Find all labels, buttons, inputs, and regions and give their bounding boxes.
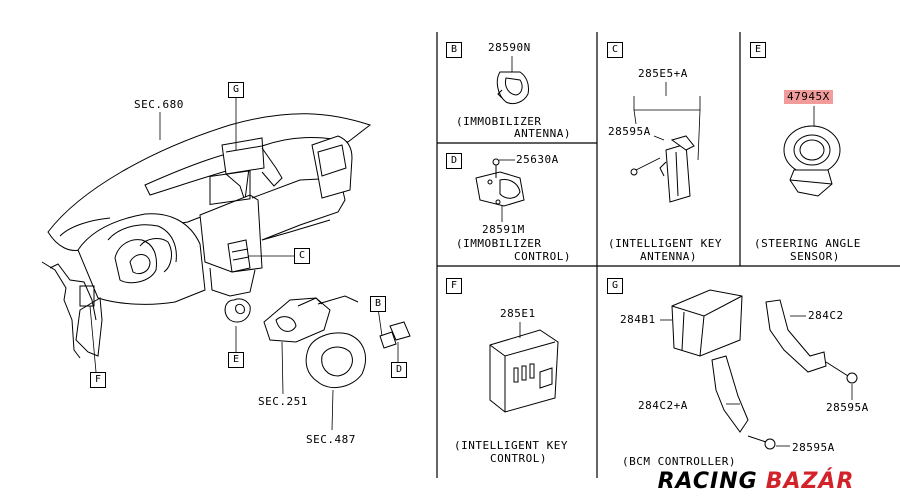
panel-c-bolt-part: 28595A xyxy=(608,125,651,138)
panel-f-part-number: 285E1 xyxy=(500,307,536,320)
panel-g-letter: G xyxy=(607,278,623,294)
panel-e-caption-1: (STEERING ANGLE xyxy=(754,237,861,250)
panel-f-caption-1: (INTELLIGENT KEY xyxy=(454,439,568,452)
panel-grid-lines xyxy=(436,32,900,478)
panel-g-caption: (BCM CONTROLLER) xyxy=(622,455,736,468)
panel-d-caption-1: (IMMOBILIZER xyxy=(456,237,542,250)
bcm-controller-drawing xyxy=(660,289,858,450)
sec-487-label: SEC.487 xyxy=(306,433,356,446)
watermark-bazar: BAZÁR xyxy=(765,468,855,494)
panel-e-letter: E xyxy=(750,42,766,58)
panel-b-part-number: 28590N xyxy=(488,41,531,54)
panel-d-unit-part: 28591M xyxy=(482,223,525,236)
panel-e-part-number-highlighted: 47945X xyxy=(784,90,833,104)
callout-c-main: C xyxy=(294,248,310,264)
leader-lines-main xyxy=(89,98,399,431)
panel-f-letter: F xyxy=(446,278,462,294)
panel-b-caption-1: (IMMOBILIZER xyxy=(456,115,542,128)
panel-g-bolt-bottom-part: 28595A xyxy=(792,441,835,454)
intelligent-key-antenna-drawing xyxy=(630,82,701,203)
callout-g-main: G xyxy=(228,82,244,98)
panel-d-caption-2: CONTROL) xyxy=(514,250,571,263)
panel-b-letter: B xyxy=(446,42,462,58)
callout-f-main: F xyxy=(90,372,106,388)
panel-d-bolt-part: 25630A xyxy=(516,153,559,166)
panel-g-module-part: 284B1 xyxy=(620,313,656,326)
callout-e-main: E xyxy=(228,352,244,368)
panel-e-caption-2: SENSOR) xyxy=(790,250,840,263)
panel-c-antenna-part: 285E5+A xyxy=(638,67,688,80)
panel-b-caption-2: ANTENNA) xyxy=(514,127,571,140)
panel-c-caption-2: ANTENNA) xyxy=(640,250,697,263)
panel-g-bracket-right-part: 284C2 xyxy=(808,309,844,322)
panel-f-caption-2: CONTROL) xyxy=(490,452,547,465)
immobilizer-control-drawing xyxy=(475,158,525,222)
panel-c-letter: C xyxy=(607,42,623,58)
panel-d-letter: D xyxy=(446,153,462,169)
callout-d-main: D xyxy=(391,362,407,378)
sec-251-label: SEC.251 xyxy=(258,395,308,408)
racing-bazar-watermark: RACING BAZÁR xyxy=(624,466,888,496)
sec-680-label: SEC.680 xyxy=(134,98,184,111)
dashboard-drawing xyxy=(41,113,411,389)
panel-g-bolt-right-part: 28595A xyxy=(826,401,869,414)
callout-b-main: B xyxy=(370,296,386,312)
immobilizer-antenna-drawing xyxy=(496,56,529,105)
intelligent-key-control-drawing xyxy=(489,322,559,413)
steering-angle-sensor-drawing xyxy=(783,106,841,197)
panel-g-bracket-left-part: 284C2+A xyxy=(638,399,688,412)
panel-c-caption-1: (INTELLIGENT KEY xyxy=(608,237,722,250)
watermark-racing: RACING xyxy=(657,468,758,494)
